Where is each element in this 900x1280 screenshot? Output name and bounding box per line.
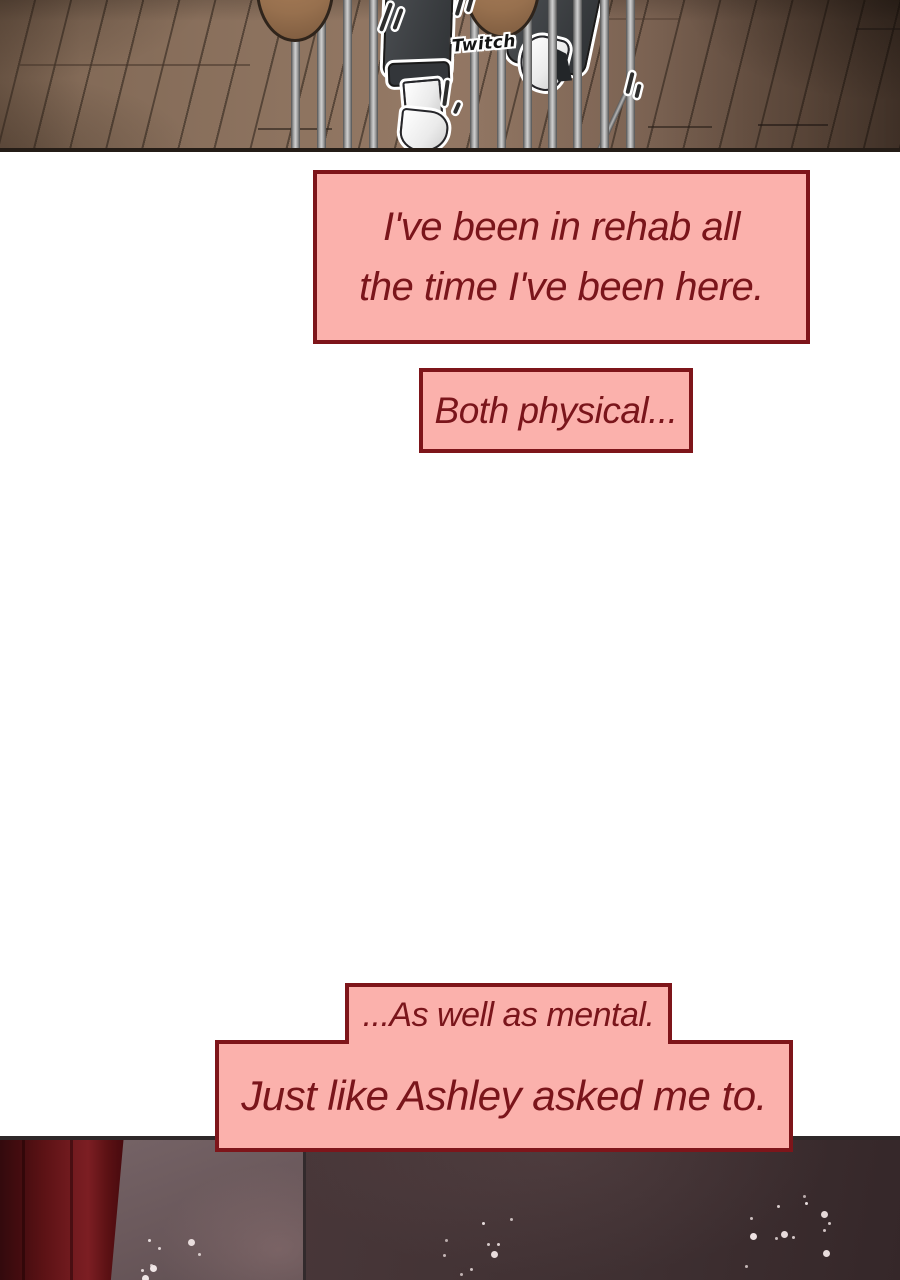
bubble-text-line: the time I've been here. bbox=[359, 265, 764, 309]
comic-panel-top: Twitch bbox=[0, 0, 900, 152]
curtain-fold bbox=[70, 1140, 73, 1280]
bubble-text-line: Both physical... bbox=[434, 389, 678, 431]
bubble-text-line: Just like Ashley asked me to. bbox=[241, 1072, 767, 1119]
bubble-text-line: I've been in rehab all bbox=[383, 205, 740, 249]
floor-joint bbox=[856, 28, 900, 30]
railing-bar bbox=[497, 0, 506, 148]
dust-speckles bbox=[148, 1239, 151, 1242]
speech-bubble-ashley: Just like Ashley asked me to. bbox=[215, 1040, 793, 1152]
railing-bar bbox=[470, 0, 479, 148]
floor-joint bbox=[560, 18, 680, 20]
curtain-fold bbox=[22, 1140, 25, 1280]
speech-bubble-physical: Both physical... bbox=[419, 368, 693, 453]
railing-bar bbox=[291, 0, 300, 148]
floor-joint bbox=[648, 126, 712, 128]
floor-joint bbox=[758, 124, 828, 126]
railing-bar bbox=[369, 0, 378, 148]
bubble-text-line: ...As well as mental. bbox=[362, 996, 655, 1034]
railing-bar bbox=[523, 0, 532, 148]
railing-bar bbox=[573, 0, 582, 148]
dust-speckles bbox=[482, 1222, 485, 1225]
red-curtain bbox=[0, 1140, 124, 1280]
speech-bubble-mental: ...As well as mental. bbox=[345, 983, 672, 1044]
dust-speckles bbox=[805, 1202, 808, 1205]
panel-border bbox=[0, 148, 900, 152]
floor-joint bbox=[20, 64, 250, 66]
comic-panel-bottom bbox=[0, 1136, 900, 1280]
railing-bar bbox=[343, 0, 352, 148]
railing-bar bbox=[600, 0, 609, 148]
railing-bar bbox=[317, 0, 326, 148]
wall-panel bbox=[98, 1140, 306, 1280]
speech-bubble-rehab: I've been in rehab all the time I've bee… bbox=[313, 170, 810, 344]
railing-bar bbox=[548, 0, 557, 148]
